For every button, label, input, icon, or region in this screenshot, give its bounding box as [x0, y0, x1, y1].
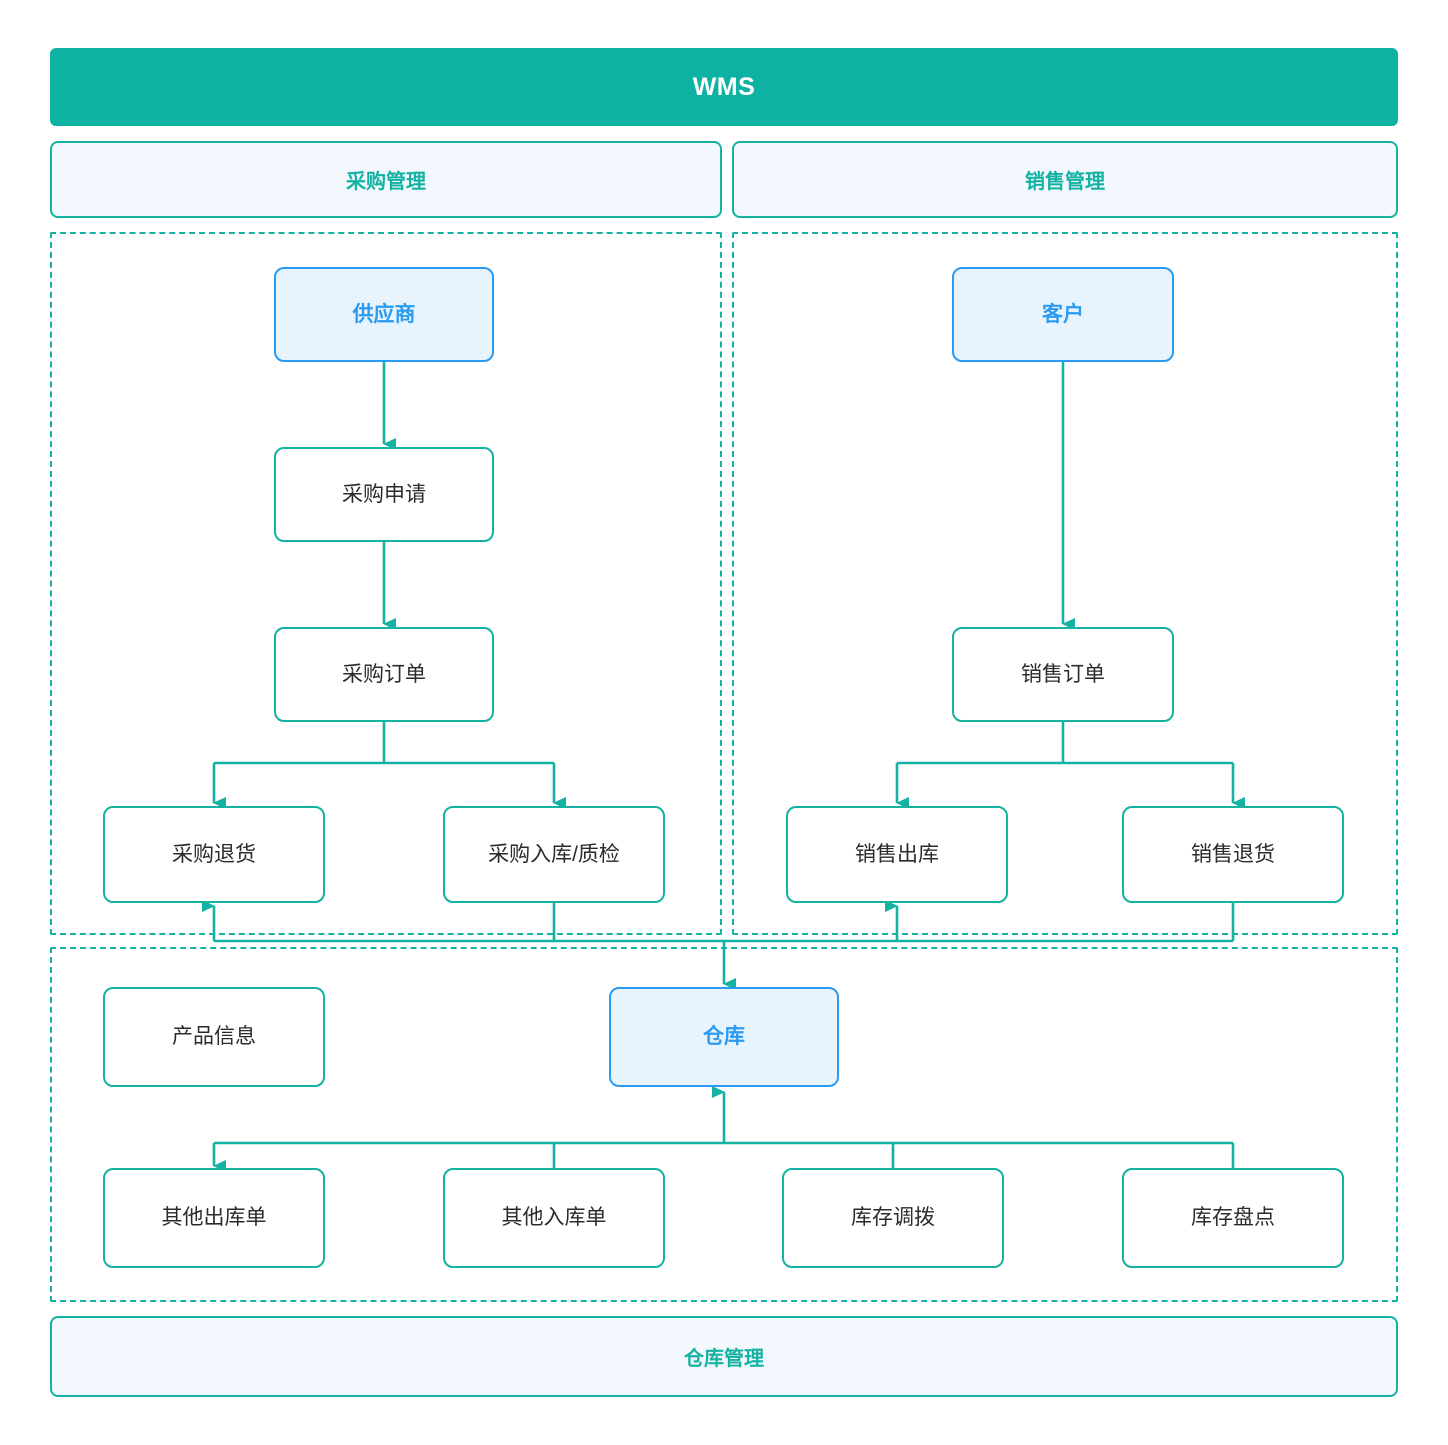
node-purchase-order[interactable]: 采购订单	[274, 627, 494, 722]
node-sales-outbound[interactable]: 销售出库	[786, 806, 1008, 903]
section-header-warehouse: 仓库管理	[50, 1316, 1398, 1397]
system-title: WMS	[692, 72, 756, 101]
node-supplier-label: 供应商	[352, 302, 416, 326]
node-customer[interactable]: 客户	[952, 267, 1174, 362]
node-other-outbound[interactable]: 其他出库单	[103, 1168, 325, 1268]
node-purchase-request[interactable]: 采购申请	[274, 447, 494, 542]
node-product-info[interactable]: 产品信息	[103, 987, 325, 1087]
node-stock-count-label: 库存盘点	[1191, 1206, 1275, 1230]
node-purchase-return[interactable]: 采购退货	[103, 806, 325, 903]
node-product-info-label: 产品信息	[172, 1025, 256, 1049]
section-header-purchase: 采购管理	[50, 141, 722, 218]
node-supplier[interactable]: 供应商	[274, 267, 494, 362]
node-stock-transfer-label: 库存调拨	[851, 1206, 935, 1230]
section-header-sales-label: 销售管理	[1025, 171, 1105, 193]
node-other-inbound-label: 其他入库单	[501, 1206, 607, 1230]
node-customer-label: 客户	[1042, 302, 1084, 326]
section-header-purchase-label: 采购管理	[346, 171, 426, 193]
node-other-inbound[interactable]: 其他入库单	[443, 1168, 665, 1268]
node-purchase-request-label: 采购申请	[342, 482, 426, 506]
node-sales-order-label: 销售订单	[1021, 662, 1105, 686]
node-sales-return-label: 销售退货	[1191, 842, 1275, 866]
node-stock-transfer[interactable]: 库存调拨	[782, 1168, 1004, 1268]
node-purchase-inbound-qc[interactable]: 采购入库/质检	[443, 806, 665, 903]
section-header-sales: 销售管理	[732, 141, 1398, 218]
node-purchase-inbound-qc-label: 采购入库/质检	[488, 842, 620, 866]
node-purchase-return-label: 采购退货	[172, 842, 256, 866]
node-warehouse[interactable]: 仓库	[609, 987, 839, 1087]
node-sales-order[interactable]: 销售订单	[952, 627, 1174, 722]
group-container-purchase	[50, 232, 722, 935]
system-banner: WMS	[50, 48, 1398, 126]
node-other-outbound-label: 其他出库单	[161, 1206, 267, 1230]
section-header-warehouse-label: 仓库管理	[684, 1348, 764, 1370]
node-stock-count[interactable]: 库存盘点	[1122, 1168, 1344, 1268]
node-sales-outbound-label: 销售出库	[855, 842, 939, 866]
node-purchase-order-label: 采购订单	[342, 662, 426, 686]
node-warehouse-label: 仓库	[703, 1025, 745, 1049]
node-sales-return[interactable]: 销售退货	[1122, 806, 1344, 903]
group-container-sales	[732, 232, 1398, 935]
